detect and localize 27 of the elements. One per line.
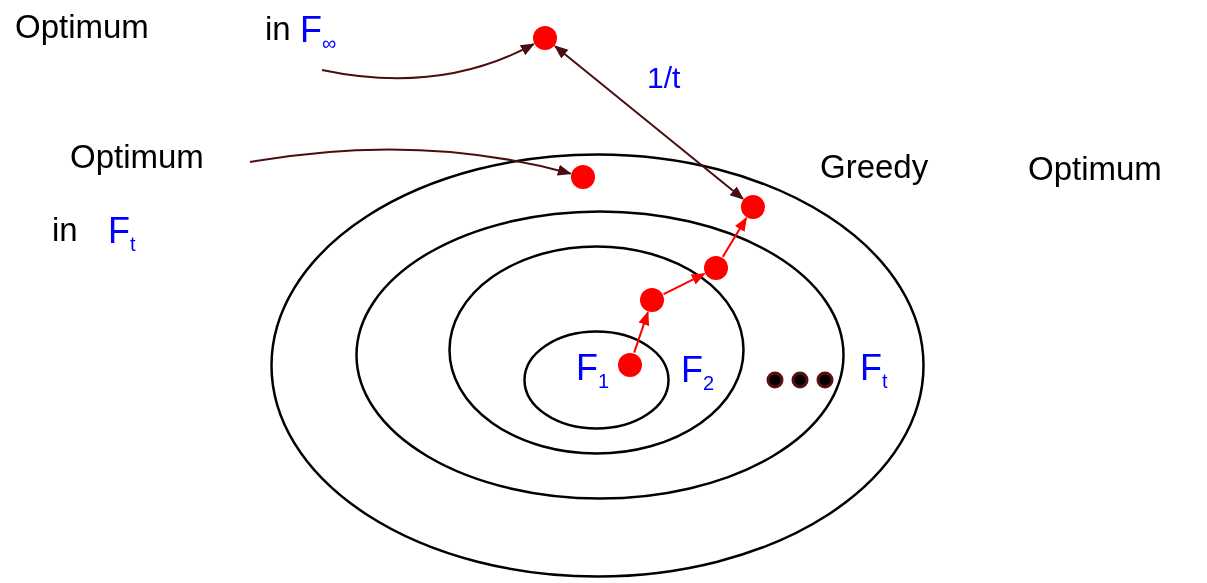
arrow — [321, 43, 535, 80]
arrow — [633, 311, 650, 354]
caption-text: in — [265, 12, 291, 45]
arrow — [662, 272, 706, 296]
set-label: F$_{∞}$ — [300, 12, 337, 54]
set-ellipse — [355, 210, 845, 500]
arrow — [554, 45, 744, 200]
set-label: F$_{1}$ — [576, 350, 610, 392]
set-label: F$_{t}$ — [108, 213, 136, 255]
arrow — [249, 148, 572, 176]
point-dot — [640, 288, 664, 312]
arrow — [721, 216, 748, 258]
set-label: F$_{t}$ — [860, 350, 888, 392]
caption-text: Optimum — [70, 140, 204, 173]
point-dot — [704, 256, 728, 280]
set-label: F$_{2}$ — [681, 352, 715, 394]
set-ellipse — [448, 245, 745, 455]
caption-text: Optimum — [15, 10, 149, 43]
point-dot — [741, 195, 765, 219]
point-dot — [618, 353, 642, 377]
point-dot — [571, 165, 595, 189]
caption-text: in — [52, 213, 78, 246]
edge-label: 1/t — [647, 62, 681, 93]
point-caption: Optimum — [1028, 152, 1162, 185]
point-dot — [533, 26, 557, 50]
set-ellipse — [523, 330, 670, 430]
point-caption: Greedy — [820, 150, 929, 183]
